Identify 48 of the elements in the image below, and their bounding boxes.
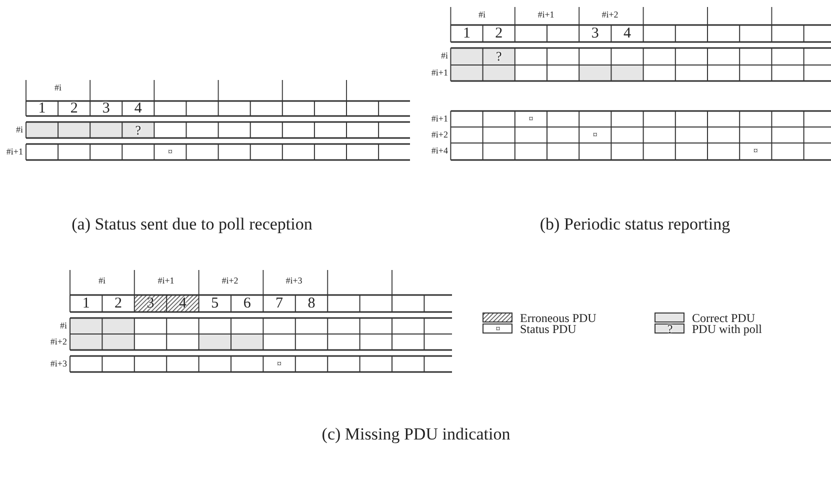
row-label: #i+1 — [431, 68, 448, 78]
pdu-number: 6 — [243, 296, 251, 312]
pdu-number: 2 — [495, 26, 503, 42]
pdu-number: 2 — [114, 296, 122, 312]
legend-label: PDU with poll — [692, 322, 762, 334]
row-label: #i+2 — [431, 130, 448, 140]
group-label: #i+1 — [158, 276, 174, 286]
poll-mark: ? — [496, 50, 502, 62]
pdu-number: 7 — [276, 296, 284, 312]
status-mark: ¤ — [592, 130, 598, 140]
pdu-number: 2 — [70, 102, 78, 116]
poll-mark: ? — [135, 124, 142, 136]
poll-mark: ? — [667, 323, 673, 335]
pdu-number: 3 — [102, 102, 110, 116]
pdu-number: 1 — [38, 102, 46, 116]
row-label: #i — [60, 322, 67, 330]
legend-label: Status PDU — [520, 322, 576, 334]
group-label: #i+1 — [538, 10, 554, 20]
status-mark: ¤ — [528, 114, 534, 124]
group-label: #i+2 — [222, 276, 238, 286]
figure-caption: (b) Periodic status reporting — [540, 216, 730, 232]
group-label: #i — [478, 10, 486, 20]
pdu-number: 4 — [624, 26, 631, 42]
legend-label: Erroneous PDU — [520, 312, 596, 324]
row-label: #i+4 — [431, 146, 448, 156]
group-label: #i+3 — [286, 276, 302, 286]
pdu-number: 3 — [591, 26, 599, 42]
pdu-number: 8 — [308, 296, 316, 312]
status-mark: ¤ — [753, 146, 758, 156]
row-label: #i — [440, 52, 448, 60]
group-label: #i — [98, 276, 106, 286]
status-mark: ¤ — [496, 324, 500, 334]
pdu-number: 5 — [211, 296, 219, 312]
pdu-number: 1 — [82, 296, 90, 312]
pdu-number: 4 — [134, 102, 142, 116]
row-label: #i+2 — [50, 338, 67, 346]
pdu-number: 1 — [463, 26, 470, 42]
status-mark: ¤ — [168, 148, 172, 156]
row-label: #i+3 — [50, 360, 67, 368]
figure-caption: (a) Status sent due to poll reception — [72, 216, 312, 232]
figure-caption: (c) Missing PDU indication — [322, 426, 510, 442]
row-label: #i+1 — [431, 114, 448, 124]
legend-label: Correct PDU — [692, 312, 755, 324]
group-label: #i+2 — [602, 10, 618, 20]
status-mark: ¤ — [277, 360, 282, 368]
row-label: #i+1 — [6, 148, 23, 156]
row-label: #i — [16, 126, 23, 134]
group-label: #i — [54, 84, 62, 92]
